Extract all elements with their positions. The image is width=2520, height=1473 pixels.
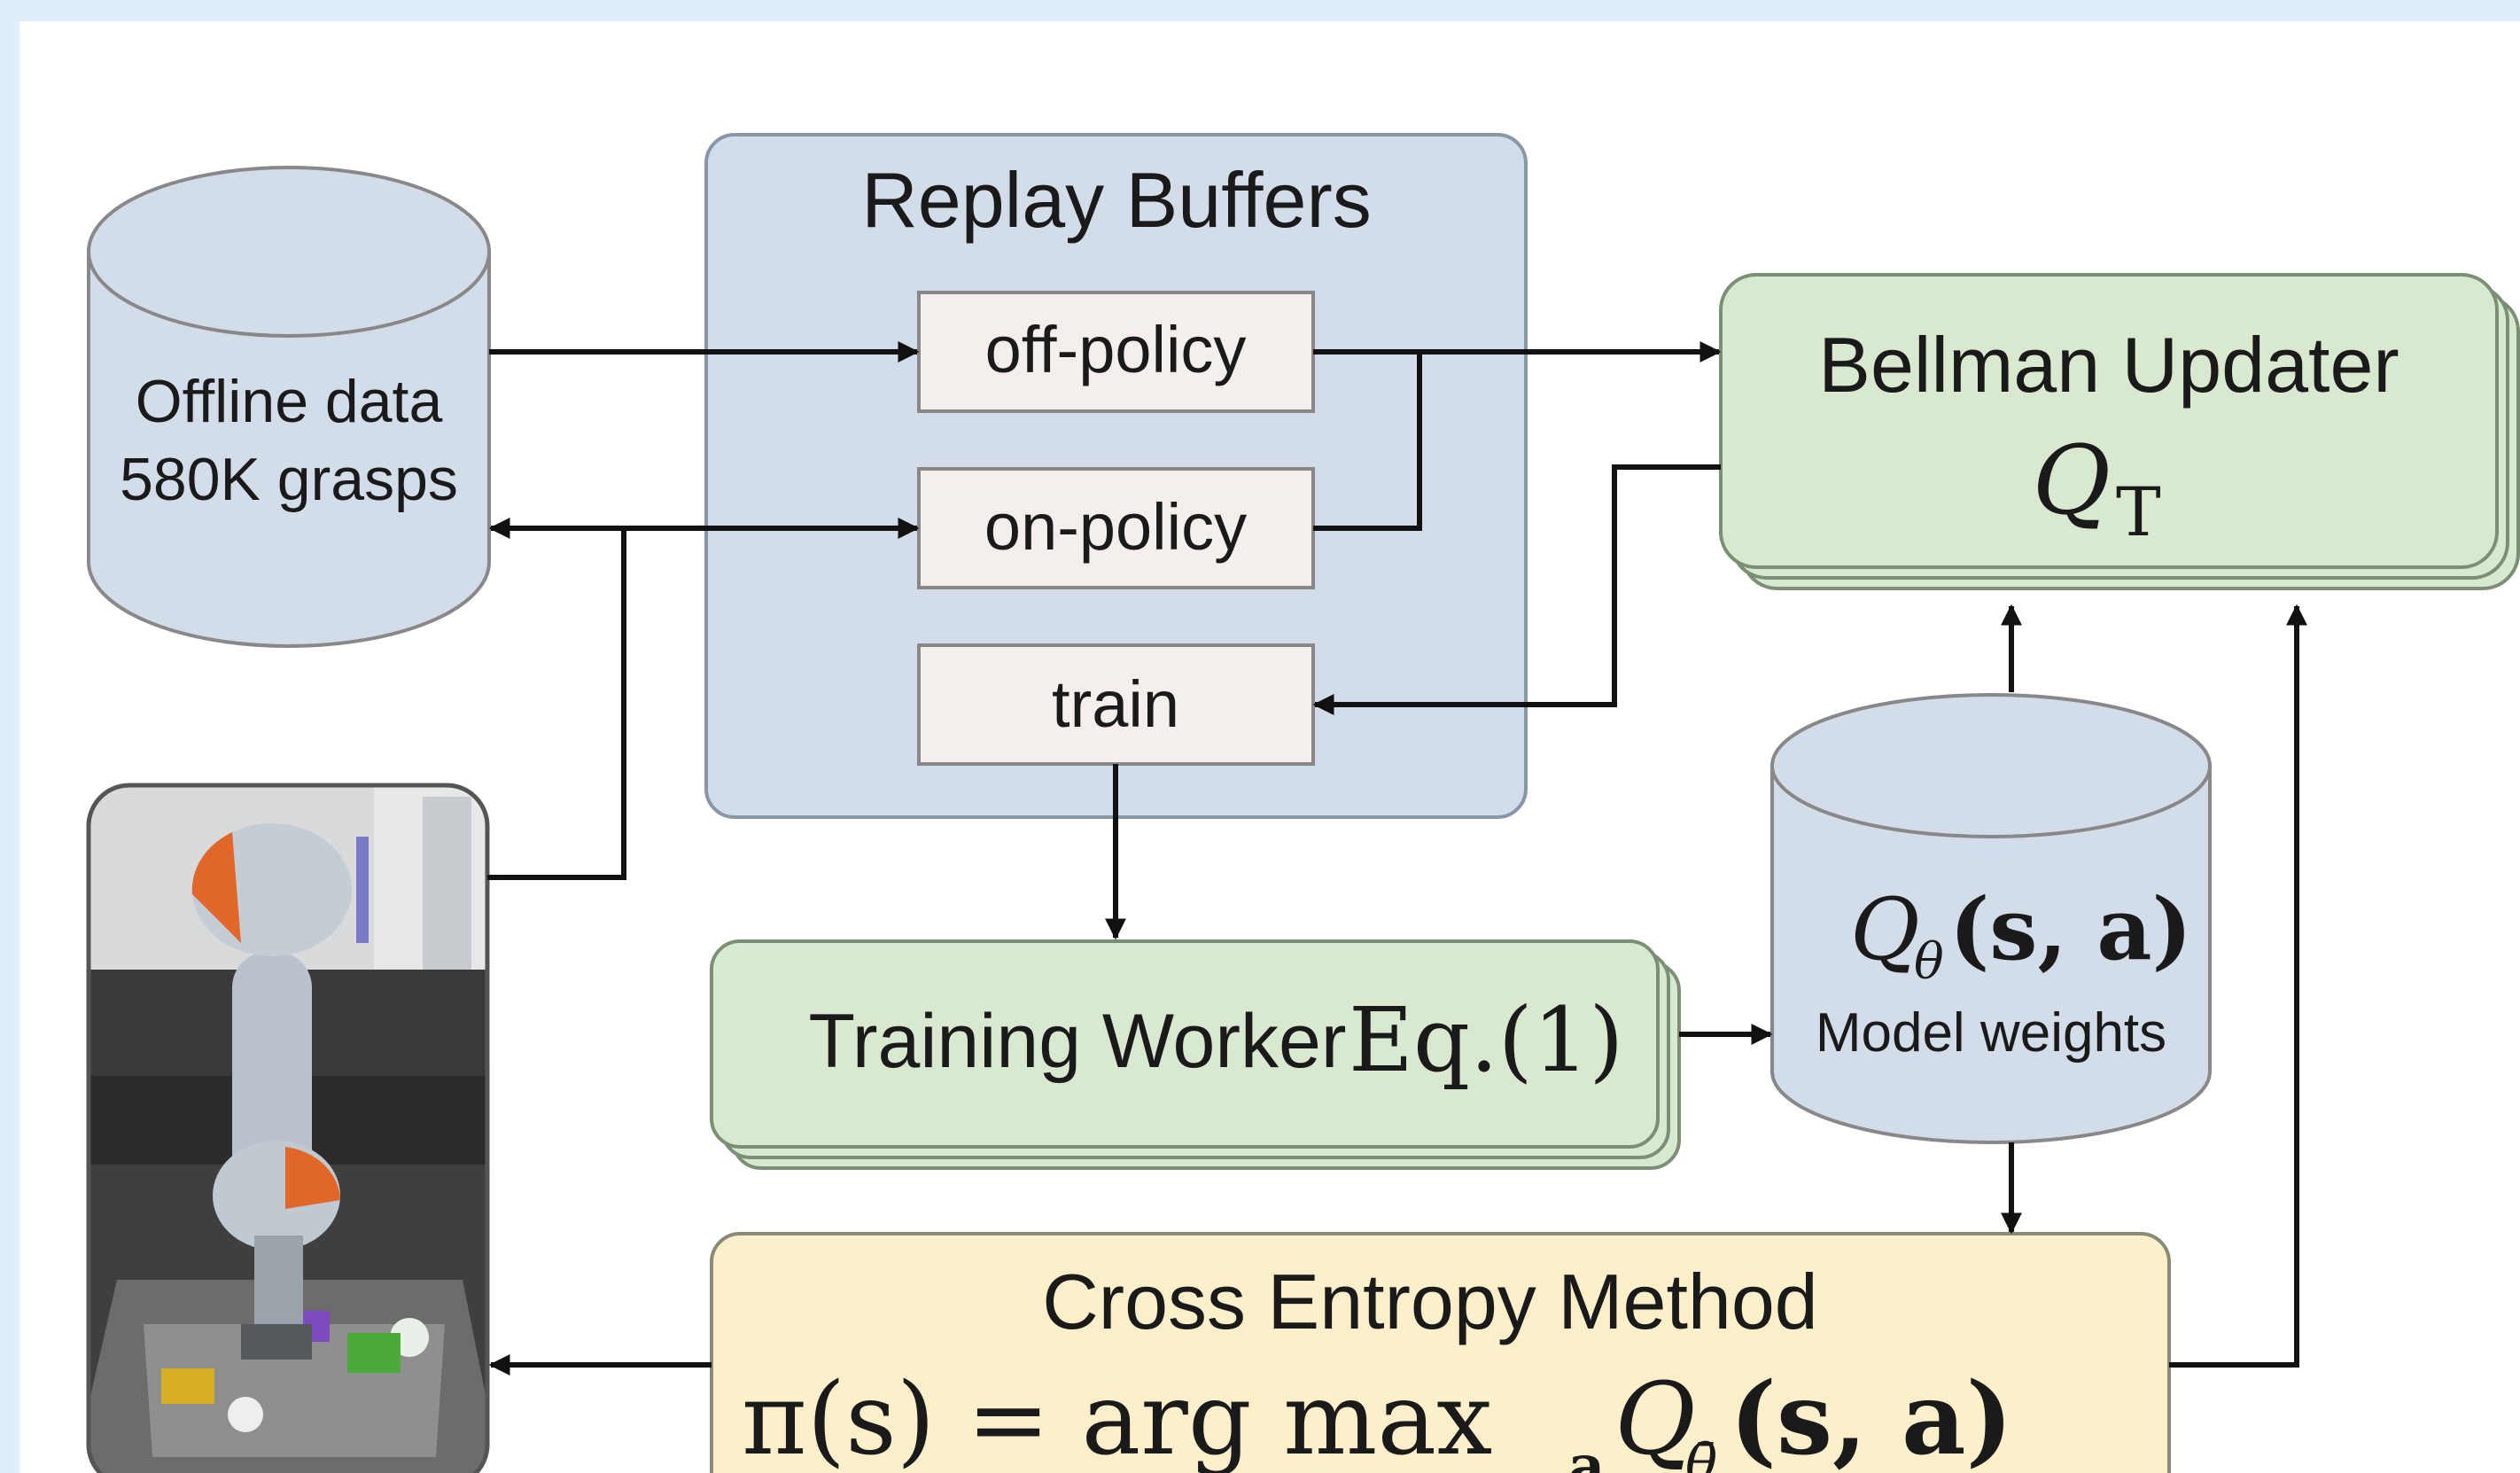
model-weights-label: Model weights: [1816, 1002, 2166, 1064]
bellman-updater-group: Bellman Updater Q T: [1719, 273, 2520, 590]
model-weights-cylinder: Q θ (s, a) Model weights: [1770, 693, 2212, 1144]
model-weights-q-subscript: θ: [1914, 933, 1944, 991]
model-weights-args: (s, a): [1949, 879, 2192, 979]
offline-data-cylinder-top: [87, 166, 491, 338]
bellman-updater-title: Bellman Updater: [1818, 321, 2399, 409]
line-robot-to-on-policy: [487, 528, 626, 880]
bellman-updater-q-symbol: Q: [2032, 425, 2111, 536]
cem-title: Cross Entropy Method: [1042, 1258, 1818, 1345]
cem-formula-args: (s, a): [1730, 1361, 2013, 1473]
line-on-policy-merge: [1313, 352, 1422, 531]
offline-data-line1: Offline data: [136, 368, 443, 435]
offline-data-line2: 580K grasps: [120, 446, 458, 513]
training-worker-label: Training Worker: [809, 999, 1347, 1084]
model-weights-q-symbol: Q: [1850, 880, 1920, 979]
cem-formula-sub-a: a: [1568, 1433, 1605, 1473]
robot-image-frame: [86, 783, 490, 1473]
connections: [487, 341, 2307, 1376]
bellman-updater-q-subscript: T: [2116, 472, 2161, 551]
on-policy-buffer: [917, 467, 1315, 589]
arrow-cem-to-bellman: [2169, 604, 2307, 1368]
bellman-updater-box: [1719, 273, 2499, 569]
robot-image: [86, 783, 490, 1473]
on-policy-label: on-policy: [984, 490, 1247, 564]
training-worker-equation: Eq.(1): [1349, 988, 1623, 1092]
cem-formula-sub-theta: θ̄: [1685, 1433, 1717, 1473]
train-label: train: [1052, 667, 1179, 741]
replay-buffers-title: Replay Buffers: [861, 156, 1372, 244]
off-policy-label: off-policy: [985, 313, 1247, 386]
architecture-diagram: Replay Buffers off-policy on-policy trai…: [86, 133, 2520, 1473]
training-worker-box: [710, 939, 1660, 1149]
arrow-bellman-to-train: [1312, 464, 1721, 715]
offline-data-cylinder: Offline data 580K grasps: [87, 166, 491, 648]
offline-data-cylinder-body: [87, 252, 491, 648]
cem-formula-left: π(s) = arg max: [742, 1362, 1492, 1473]
model-weights-cylinder-top: [1770, 693, 2212, 838]
cem-group: Cross Entropy Method π(s) = arg max a Q …: [710, 1232, 2171, 1473]
off-policy-buffer: [917, 291, 1315, 413]
train-buffer: [917, 643, 1315, 766]
canvas: Replay Buffers off-policy on-policy trai…: [19, 21, 2520, 1473]
model-weights-cylinder-body: [1770, 766, 2212, 1144]
training-worker-group: Training Worker Eq.(1): [710, 939, 1681, 1170]
replay-buffers-group: Replay Buffers off-policy on-policy trai…: [704, 133, 1528, 819]
cem-formula-q: Q: [1614, 1362, 1696, 1473]
